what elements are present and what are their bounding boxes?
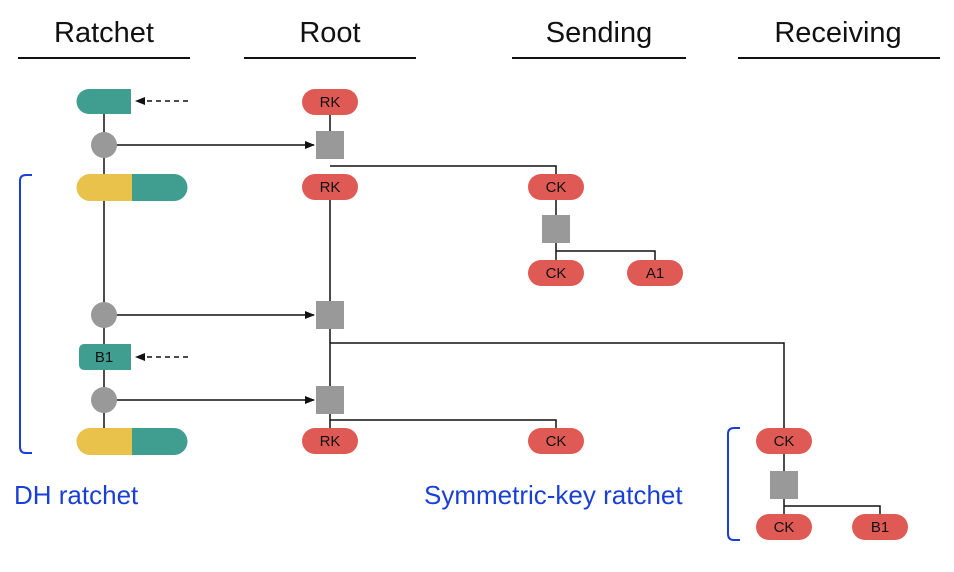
root-kdf-box-2 (316, 301, 344, 329)
root-key-2-label: RK (320, 179, 341, 196)
sending-chain-key-3-label: CK (546, 433, 567, 450)
sending-chain-key-3 (528, 428, 584, 454)
dh-circle-2 (91, 302, 117, 328)
header-receiving: Receiving (774, 17, 901, 49)
symmetric-ratchet-bracket (727, 427, 740, 541)
ratchet-keypair-2-public (132, 428, 188, 455)
root-to-receiving-line (330, 342, 785, 430)
message-key-b1 (852, 514, 908, 540)
receiving-chain-key-2 (756, 514, 812, 540)
message-key-b1-label: B1 (871, 519, 889, 536)
root-to-sending-ck-line (330, 165, 557, 175)
dh-circle-1 (91, 132, 117, 158)
ratchet-keypair-2-private (76, 428, 132, 455)
ratchet-key-b1 (79, 344, 131, 370)
dh-ratchet-bracket (19, 174, 32, 454)
sending-chain-key-1-label: CK (546, 179, 567, 196)
root-to-sending-ck-lower-line (330, 419, 557, 430)
receiving-column: CK CK B1 (756, 428, 908, 540)
dh-circle-3 (91, 387, 117, 413)
message-key-a1 (627, 260, 683, 286)
incoming-key-arrows (135, 97, 188, 361)
column-headers: Ratchet Root Sending Receiving (18, 17, 940, 59)
kdf-input-arrows (116, 141, 315, 404)
ratchet-keypair-1-public (132, 174, 188, 201)
header-ratchet: Ratchet (54, 17, 154, 49)
ratchet-column: B1 (76, 89, 188, 455)
root-kdf-box-1 (316, 131, 344, 159)
root-column: RK RK RK (302, 89, 358, 454)
sending-column: CK CK A1 CK (528, 174, 683, 454)
connector-lines (103, 112, 881, 516)
annotations: DH ratchet Symmetric-key ratchet (14, 174, 740, 541)
receiving-to-b1-line (784, 505, 881, 516)
sending-chain-key-2 (528, 260, 584, 286)
sending-chain-key-1 (528, 174, 584, 200)
root-key-3-label: RK (320, 433, 341, 450)
header-root: Root (299, 17, 360, 49)
ratchet-key-top (76, 89, 131, 114)
root-key-2 (302, 174, 358, 200)
receiving-kdf-box (770, 471, 798, 499)
dh-ratchet-label: DH ratchet (14, 480, 139, 510)
ratchet-key-b1-label: B1 (95, 349, 113, 366)
root-key-1 (302, 89, 358, 115)
receiving-chain-key-1-label: CK (774, 433, 795, 450)
symmetric-key-ratchet-label: Symmetric-key ratchet (424, 480, 683, 510)
sending-kdf-box (542, 215, 570, 243)
root-key-3 (302, 428, 358, 454)
receiving-chain-key-1 (756, 428, 812, 454)
message-key-a1-label: A1 (646, 265, 664, 282)
sending-chain-key-2-label: CK (546, 265, 567, 282)
root-key-1-label: RK (320, 94, 341, 111)
receiving-chain-key-2-label: CK (774, 519, 795, 536)
root-kdf-box-3 (316, 386, 344, 414)
header-sending: Sending (546, 17, 652, 49)
ratchet-keypair-1-private (76, 174, 132, 201)
sending-to-a1-line (556, 250, 656, 262)
